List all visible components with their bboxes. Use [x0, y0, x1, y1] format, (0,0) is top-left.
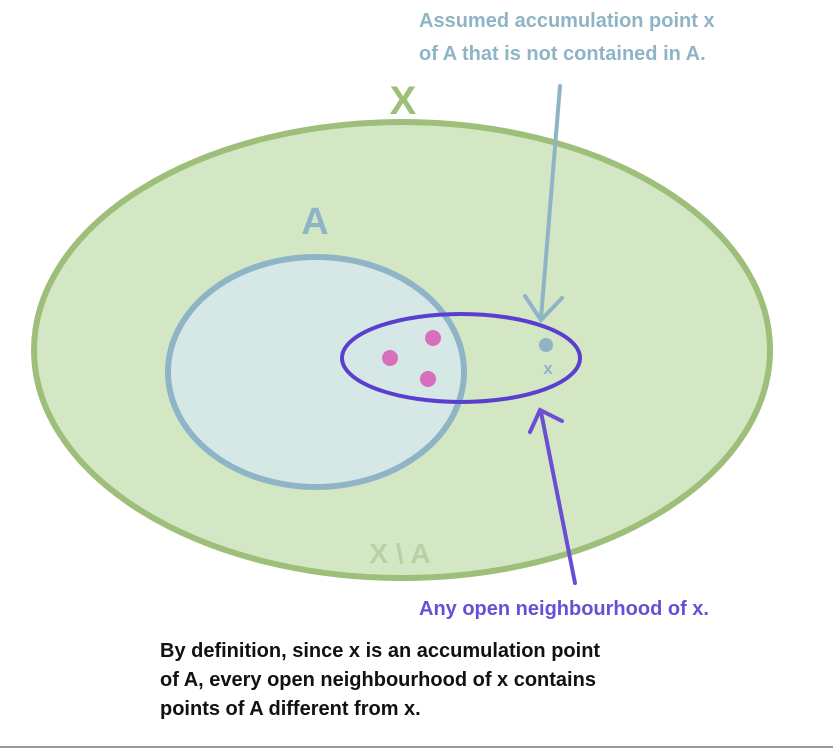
assumed-point-arrow [523, 84, 564, 324]
set-x-label: X [390, 79, 417, 123]
assumed-point-annotation-line2: of A that is not contained in A. [419, 43, 706, 65]
neighbourhood-ellipse [340, 312, 582, 404]
assumed-point-annotation-line1: Assumed accumulation point x [419, 10, 715, 32]
point-x-label: x [543, 359, 553, 378]
bottom-divider [0, 746, 833, 748]
neighbourhood-arrow [528, 407, 577, 585]
point-of-a [425, 330, 441, 346]
complement-label: X \ A [369, 538, 430, 569]
accumulation-point [539, 338, 553, 352]
point-of-a [382, 350, 398, 366]
caption-line: By definition, since x is an accumulatio… [160, 640, 601, 662]
set-a-label: A [301, 201, 328, 243]
point-of-a [420, 371, 436, 387]
definition-caption: By definition, since x is an accumulatio… [160, 637, 720, 724]
neighbourhood-annotation: Any open neighbourhood of x. [419, 598, 709, 620]
set-a-ellipse [165, 254, 467, 490]
caption-line: of A, every open neighbourhood of x cont… [160, 669, 596, 691]
caption-line: points of A different from x. [160, 698, 421, 720]
